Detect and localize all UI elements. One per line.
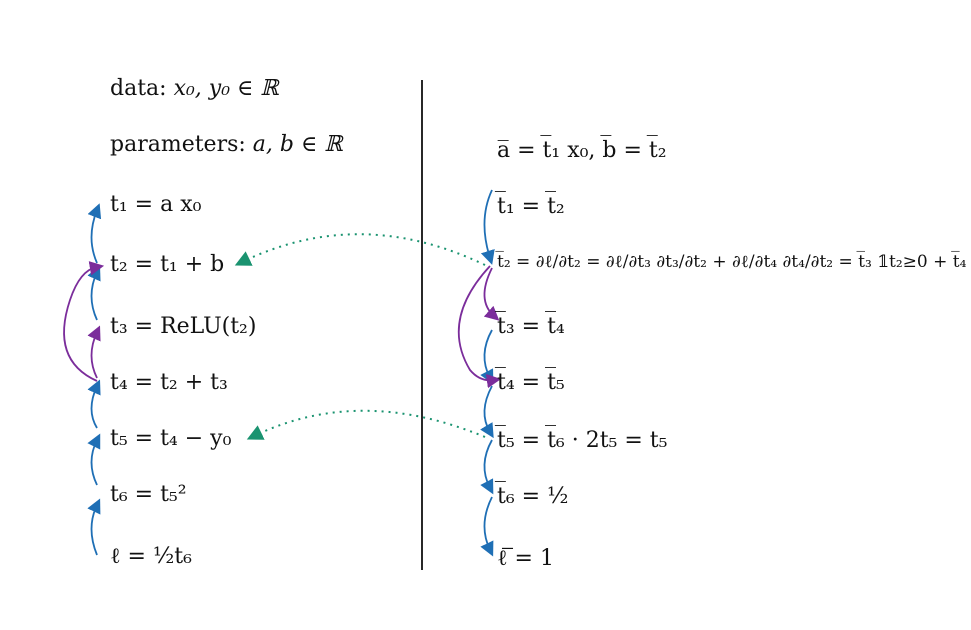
eq-t3: t₃ = ReLU(t₂) (110, 314, 257, 339)
arrow-t3-to-t2 (87, 265, 101, 321)
data-label: data: (110, 76, 167, 101)
arrow-rt2-to-rt4 (457, 265, 502, 389)
eq-t1bar: t̅₁ = t̅₂ (497, 194, 565, 219)
dotted-link-t5 (246, 409, 486, 440)
eq-t3bar: t̅₃ = t̅₄ (497, 314, 565, 339)
eq-ellbar: ℓ̅ = 1 (497, 546, 554, 571)
eq-t4: t₄ = t₂ + t₃ (110, 370, 228, 395)
dotted-link-t2 (234, 233, 486, 266)
data-vars: x₀, y₀ ∈ ℝ (173, 76, 279, 101)
eq-t5: t₅ = t₄ − y₀ (110, 426, 232, 451)
params-label: parameters: (110, 132, 246, 157)
arrow-rt3-to-rt4 (480, 329, 494, 385)
arrow-rt6-to-rell (480, 496, 494, 557)
eq-t4bar: t̅₄ = t̅₅ (497, 370, 565, 395)
arrow-rt2-to-rt3 (483, 267, 500, 321)
eq-t2bar: t̅₂ = ∂ℓ/∂t₂ = ∂ℓ/∂t₃ ∂t₃/∂t₂ + ∂ℓ/∂t₄ ∂… (497, 252, 967, 272)
params-line: parameters: a, b ∈ ℝ (110, 134, 343, 156)
arrow-t6-to-t5 (87, 433, 101, 486)
eq-ell: ℓ = ½t₆ (110, 544, 192, 569)
eq-t1: t₁ = a x₀ (110, 192, 202, 217)
params-vars: a, b ∈ ℝ (252, 132, 343, 157)
data-line: data: x₀, y₀ ∈ ℝ (110, 78, 279, 100)
arrow-t5-to-t4 (87, 379, 101, 429)
arrow-rt1-to-rt2 (480, 189, 495, 265)
eq-t6bar: t̅₆ = ½ (497, 484, 569, 509)
arrow-rt5-to-rt6 (480, 439, 494, 495)
arrow-ell-to-t6 (87, 498, 101, 556)
arrow-rt4-to-rt5 (480, 385, 494, 439)
arrow-t4-to-t2 (63, 261, 105, 382)
arrow-t2-to-t1 (87, 203, 102, 264)
arrow-t4-to-t3 (87, 325, 101, 379)
eq-t2: t₂ = t₁ + b (110, 252, 225, 277)
eq-abar-bbar: a̅ = t̅₁ x₀, b̅ = t̅₂ (497, 138, 667, 163)
eq-t5bar: t̅₅ = t̅₆ · 2t₅ = t₅ (497, 428, 668, 453)
eq-t6: t₆ = t₅² (110, 482, 187, 507)
